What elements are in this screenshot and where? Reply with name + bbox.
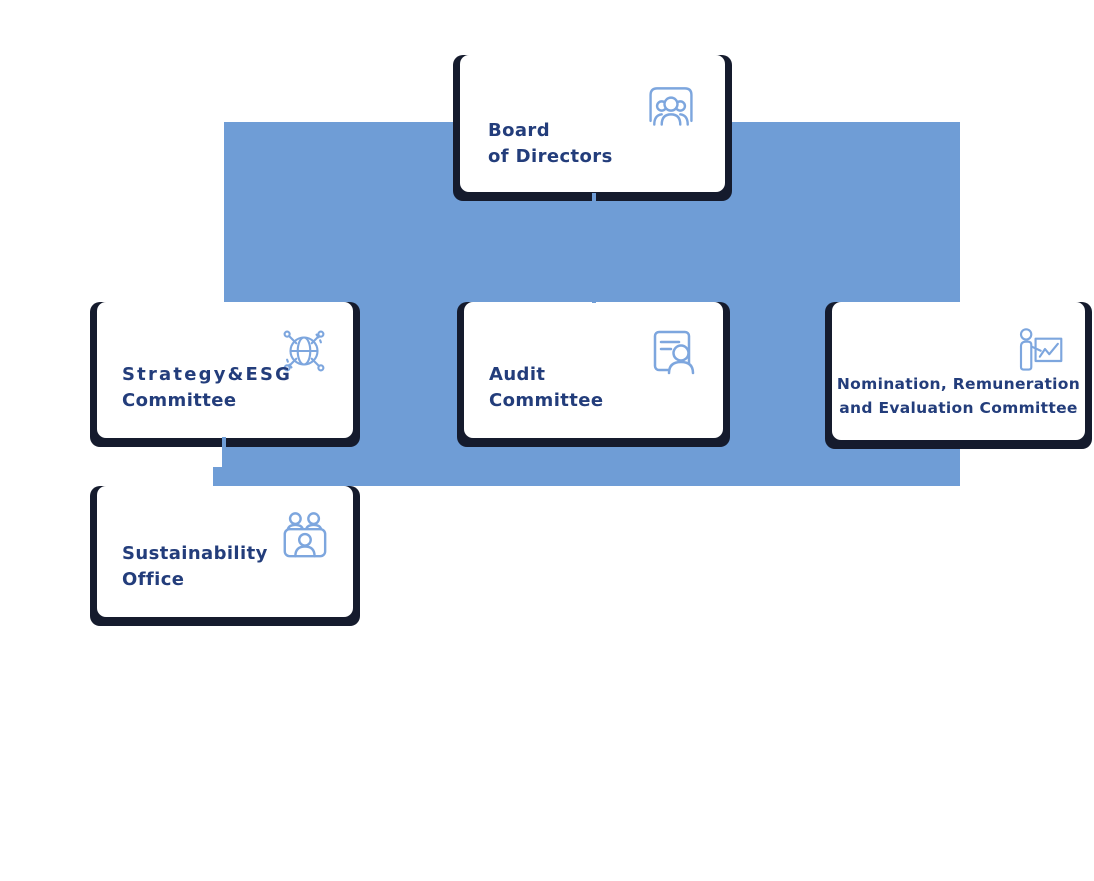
- board-meeting-icon: [645, 83, 697, 129]
- org-node-nomination-remuneration-evaluation-committee: Nomination, Remuneration and Evaluation …: [825, 302, 1092, 449]
- audit-document-icon: [649, 327, 697, 375]
- card-label: Sustainability Office: [122, 541, 268, 593]
- card-label-line1: Board: [488, 120, 550, 141]
- org-node-audit-committee: Audit Committee: [457, 302, 730, 447]
- org-node-strategy-esg-committee: Strategy&ESG Committee: [90, 302, 360, 447]
- connector-line-board-to-audit: [592, 193, 596, 303]
- card-label-line2: and Evaluation Committee: [839, 399, 1078, 417]
- card-label-line1: Audit: [489, 364, 546, 385]
- global-network-icon: [277, 324, 331, 378]
- card: Nomination, Remuneration and Evaluation …: [832, 302, 1085, 440]
- card-label-line2: Office: [122, 569, 185, 590]
- org-node-board-of-directors: Board of Directors: [453, 55, 732, 201]
- card-label-line1: Strategy&ESG: [122, 364, 293, 385]
- org-node-sustainability-office: Sustainability Office: [90, 486, 360, 626]
- connector-line-strategy-to-sustainability: [222, 437, 226, 486]
- card-label-line2: Committee: [122, 390, 237, 411]
- card: Audit Committee: [464, 302, 723, 438]
- card-label: Board of Directors: [488, 118, 613, 170]
- card: Board of Directors: [460, 55, 725, 192]
- card: Strategy&ESG Committee: [97, 302, 353, 438]
- card-label-line1: Sustainability: [122, 543, 268, 564]
- presenter-chart-icon: [1015, 326, 1063, 372]
- card-label: Nomination, Remuneration and Evaluation …: [832, 372, 1085, 420]
- card-label-line1: Nomination, Remuneration: [836, 375, 1081, 393]
- card-label-line2: Committee: [489, 390, 604, 411]
- card-label: Audit Committee: [489, 362, 603, 414]
- meeting-desk-icon: [279, 510, 329, 560]
- card-label-line2: of Directors: [488, 146, 613, 167]
- card: Sustainability Office: [97, 486, 353, 617]
- card-label: Strategy&ESG Committee: [122, 362, 292, 414]
